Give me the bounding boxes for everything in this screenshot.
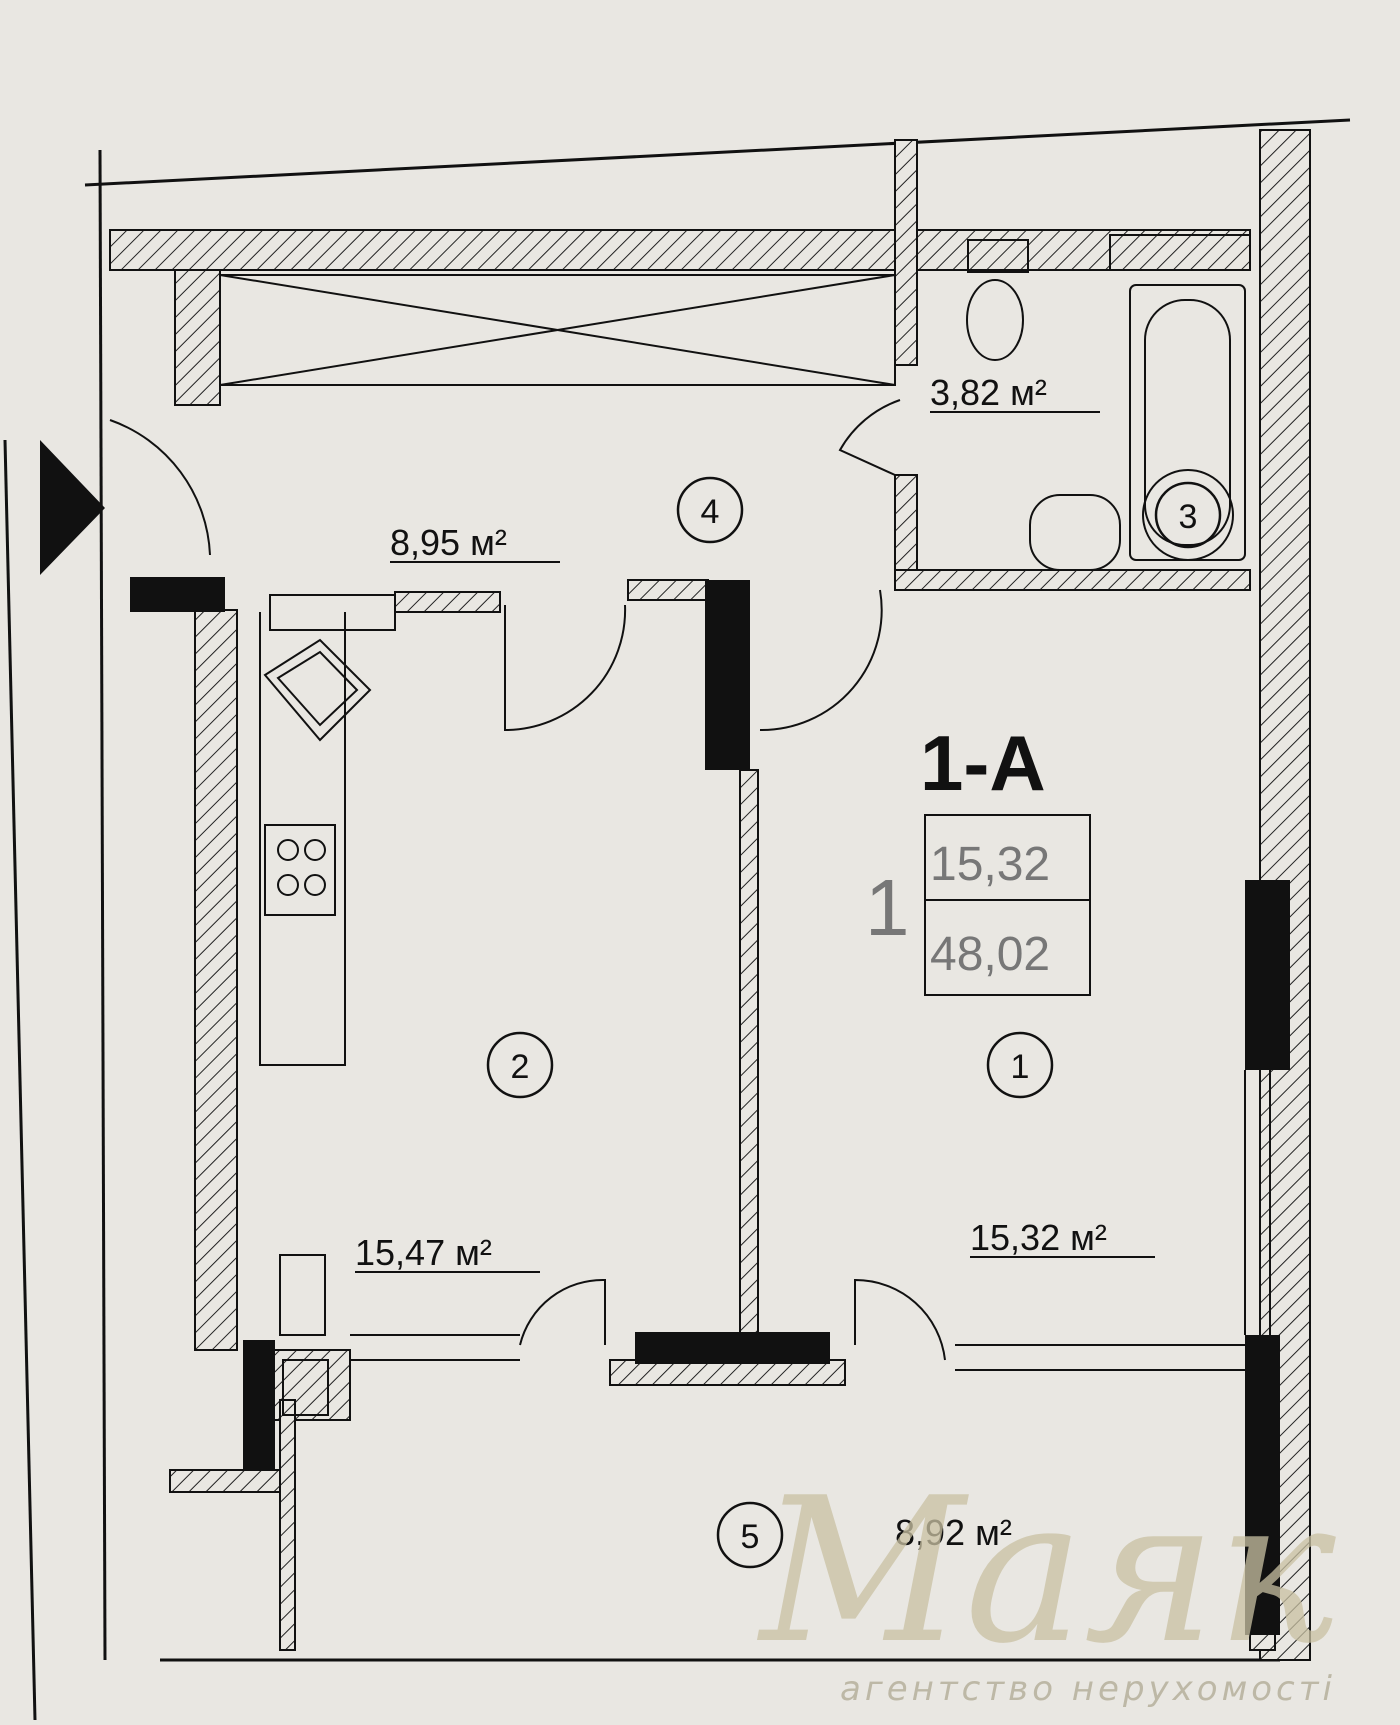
total-area: 48,02 <box>930 928 1050 981</box>
unit-code: 1-A <box>920 719 1046 807</box>
room-4-marker <box>676 476 744 544</box>
room-2-number: 2 <box>511 1048 530 1086</box>
fixtures <box>109 234 1271 1416</box>
room-3-marker <box>1154 481 1222 549</box>
agency-tagline: агентство нерухомості <box>840 1669 1336 1709</box>
living-area: 15,32 <box>930 838 1050 891</box>
room-5-marker <box>716 1501 784 1569</box>
room-2-area: 15,47 м² <box>355 1232 492 1273</box>
rooms-count: 1 <box>865 863 910 952</box>
agency-logo: Маяк <box>756 1455 1336 1688</box>
room-3-number: 3 <box>1179 498 1198 536</box>
room-3-area: 3,82 м² <box>930 372 1047 413</box>
room-5-area: 8,92 м² <box>895 1512 1012 1553</box>
room-2-marker <box>486 1031 554 1099</box>
structural-columns <box>130 577 1290 1635</box>
room-5-number: 5 <box>741 1518 760 1556</box>
site-lines <box>3 118 1351 1721</box>
room-4-number: 4 <box>701 493 720 531</box>
entrance-arrow-icon <box>40 440 105 575</box>
agency-watermark: Маяк агентство нерухомості <box>756 1455 1336 1709</box>
room-1-area: 15,32 м² <box>970 1217 1107 1258</box>
room-1-number: 1 <box>1011 1048 1030 1086</box>
room-markers <box>486 476 1222 1569</box>
room-4-area: 8,95 м² <box>390 522 507 563</box>
room-1-marker <box>986 1031 1054 1099</box>
